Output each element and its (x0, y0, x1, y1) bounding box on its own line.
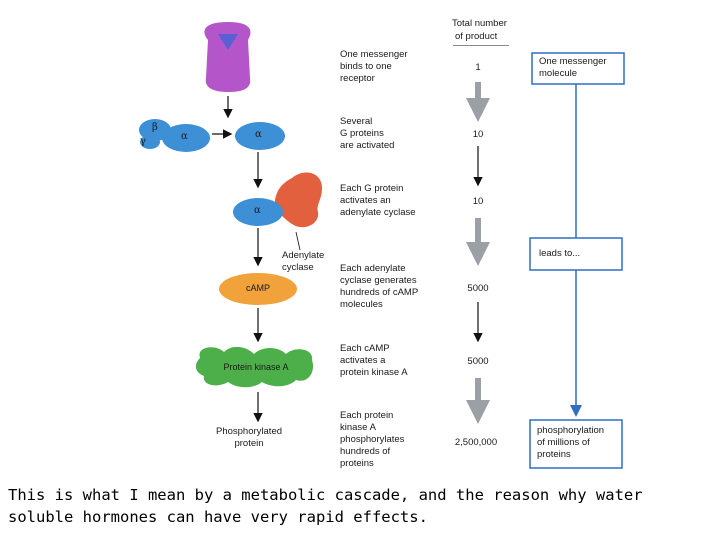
g-protein-complex (139, 119, 210, 152)
box-one-messenger (531, 52, 625, 85)
box-leads-to-text: leads to... (539, 248, 581, 259)
box-one-messenger-text: One messenger molecule (539, 56, 607, 79)
header-divider (453, 45, 509, 46)
count-step-1: 1 (475, 62, 481, 73)
box-phosphorylation (529, 419, 623, 469)
count-step-2: 10 (472, 129, 484, 140)
amplification-column (466, 82, 490, 424)
count-step-6: 2,500,000 (454, 437, 498, 448)
activated-g-alpha (235, 122, 285, 150)
messenger-molecule (204, 22, 251, 92)
g-alpha-with-cyclase (233, 172, 322, 228)
gamma-label: γ (140, 136, 146, 147)
column-header-line1: Total number (452, 18, 507, 29)
caption-text: This is what I mean by a metabolic casca… (8, 486, 643, 526)
phosphorylated-protein-label: Phosphorylated protein (216, 426, 283, 449)
step-6-text: Each protein kinase A phosphorylates hun… (340, 410, 405, 469)
step-1-text: One messenger binds to one receptor (340, 49, 408, 84)
adenylate-cyclase-label: Adenylate cyclase (282, 250, 325, 273)
pka-label: Protein kinase A (223, 362, 289, 372)
count-step-4: 5000 (467, 283, 489, 294)
step-2-text: Several G proteins are activated (340, 116, 395, 151)
camp-molecule (219, 273, 297, 305)
alpha-label: α (181, 131, 188, 142)
count-step-3: 10 (472, 196, 484, 207)
step-5-text: Each cAMP activates a protein kinase A (340, 343, 408, 378)
count-step-5: 5000 (467, 356, 489, 367)
receptor-binding-site-icon (218, 34, 238, 50)
protein-kinase-a (195, 346, 314, 388)
amplification-arrow-icon (466, 218, 490, 266)
beta-label: β (152, 122, 158, 133)
box-phosphorylation-text: phosphorylation of millions of proteins (537, 425, 605, 460)
column-header-line2: of product (455, 31, 498, 42)
alpha-label-bound: α (254, 205, 261, 216)
step-3-text: Each G protein activates an adenylate cy… (340, 183, 416, 218)
step-4-text: Each adenylate cyclase generates hundred… (340, 263, 419, 310)
alpha-label-active: α (255, 129, 262, 140)
camp-label: cAMP (245, 283, 270, 293)
amplification-arrow-icon (466, 82, 490, 122)
amplification-arrow-icon (466, 378, 490, 424)
